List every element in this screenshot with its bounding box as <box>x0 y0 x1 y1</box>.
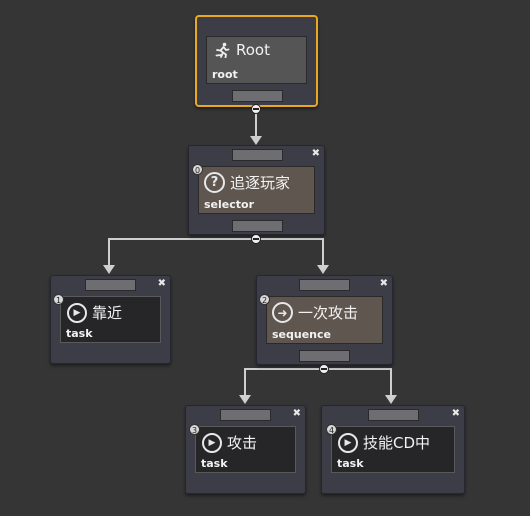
node-title-text: 技能CD中 <box>363 434 431 452</box>
node-title: Root <box>214 41 270 59</box>
node-type: task <box>337 457 364 470</box>
node-title-text: 追逐玩家 <box>230 174 291 192</box>
input-handle[interactable] <box>85 279 136 291</box>
close-icon[interactable]: ✖ <box>379 278 388 289</box>
connector-selector-children <box>108 238 324 266</box>
node-type: task <box>201 457 228 470</box>
play-icon: ▶ <box>338 432 358 453</box>
node-task-1[interactable]: ✖ ▶ 靠近 task <box>50 275 171 364</box>
node-title: ▶ 技能CD中 <box>338 432 430 453</box>
input-handle[interactable] <box>299 279 350 291</box>
arrow-to-sequence-2 <box>317 265 329 274</box>
connector-sequence-children <box>244 368 392 396</box>
node-index-badge: 3 <box>189 424 200 435</box>
input-handle[interactable] <box>368 409 419 421</box>
collapse-button-sequence[interactable] <box>319 364 329 374</box>
node-type: selector <box>204 198 254 211</box>
node-body: ▶ 技能CD中 task <box>331 426 455 473</box>
node-type: task <box>66 327 93 340</box>
node-title-text: 一次攻击 <box>298 304 359 322</box>
node-title: ➜ 一次攻击 <box>272 302 358 323</box>
question-icon: ? <box>204 172 225 193</box>
node-index-badge: 2 <box>259 294 270 305</box>
arrow-right-icon: ➜ <box>272 302 293 323</box>
node-body: ? 追逐玩家 selector <box>198 166 315 214</box>
output-handle[interactable] <box>232 90 283 102</box>
arrow-to-task-3 <box>239 395 251 404</box>
collapse-button-selector[interactable] <box>251 234 261 244</box>
arrow-to-selector <box>250 136 262 145</box>
close-icon[interactable]: ✖ <box>311 148 320 159</box>
output-handle[interactable] <box>299 350 350 362</box>
close-icon[interactable]: ✖ <box>157 278 166 289</box>
node-title: ? 追逐玩家 <box>204 172 290 193</box>
node-title: ▶ 攻击 <box>202 432 257 453</box>
node-type: root <box>212 68 238 81</box>
node-selector[interactable]: ✖ ? 追逐玩家 selector <box>188 145 325 235</box>
collapse-button-root[interactable] <box>251 104 261 114</box>
input-handle[interactable] <box>220 409 271 421</box>
node-body: ➜ 一次攻击 sequence <box>266 296 383 344</box>
node-task-4[interactable]: ✖ ▶ 技能CD中 task <box>321 405 465 494</box>
node-title-text: 靠近 <box>92 304 123 322</box>
play-icon: ▶ <box>67 302 87 323</box>
node-task-3[interactable]: ✖ ▶ 攻击 task <box>185 405 306 494</box>
node-title-text: 攻击 <box>227 434 258 452</box>
play-icon: ▶ <box>202 432 222 453</box>
node-body: ▶ 靠近 task <box>60 296 161 343</box>
arrow-to-task-1 <box>103 265 115 274</box>
input-handle[interactable] <box>232 149 283 161</box>
output-handle[interactable] <box>232 220 283 232</box>
node-sequence[interactable]: ✖ ➜ 一次攻击 sequence <box>256 275 393 365</box>
node-title-text: Root <box>236 41 270 59</box>
run-icon <box>214 42 230 58</box>
node-title: ▶ 靠近 <box>67 302 122 323</box>
node-index-badge: 4 <box>326 424 337 435</box>
node-body: Root root <box>206 36 307 84</box>
node-body: ▶ 攻击 task <box>195 426 296 473</box>
node-type: sequence <box>272 328 331 341</box>
node-index-badge: 0 <box>192 164 203 175</box>
close-icon[interactable]: ✖ <box>451 408 460 419</box>
close-icon[interactable]: ✖ <box>292 408 301 419</box>
node-root[interactable]: Root root <box>195 15 318 107</box>
node-index-badge: 1 <box>53 294 64 305</box>
arrow-to-task-4 <box>385 395 397 404</box>
